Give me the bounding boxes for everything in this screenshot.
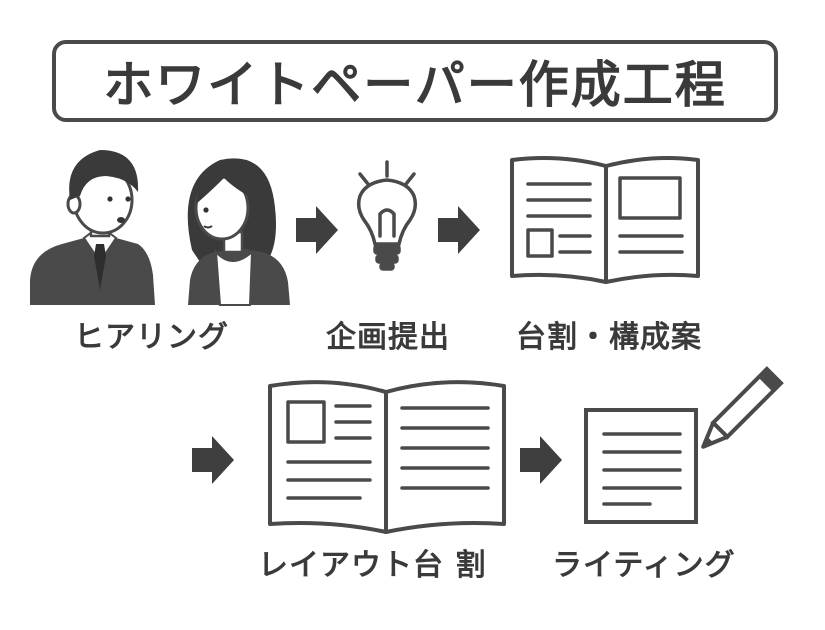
man-figure [30, 150, 155, 305]
step-label-proposal: 企画提出 [326, 320, 450, 355]
arrow-right-icon [192, 436, 234, 484]
pencil-icon [701, 366, 784, 449]
people-icon [30, 150, 290, 306]
step-label-layout: レイアウト台 割 [258, 548, 487, 583]
step-label-writing: ライティング [552, 548, 736, 583]
step-label-hearing: ヒアリング [74, 320, 229, 355]
open-book-icon [510, 156, 700, 284]
open-book-icon [268, 380, 506, 534]
title-frame: ホワイトペーパー作成工程 [52, 40, 778, 122]
lightbulb-icon [356, 160, 418, 271]
arrow-right-icon [520, 436, 562, 484]
document-pencil-icon [584, 366, 784, 524]
arrow-right-icon [296, 206, 338, 254]
step-label-structure: 台割・構成案 [516, 320, 702, 355]
woman-figure [187, 158, 290, 306]
page-title: ホワイトペーパー作成工程 [103, 56, 727, 114]
arrow-right-icon [438, 206, 480, 254]
